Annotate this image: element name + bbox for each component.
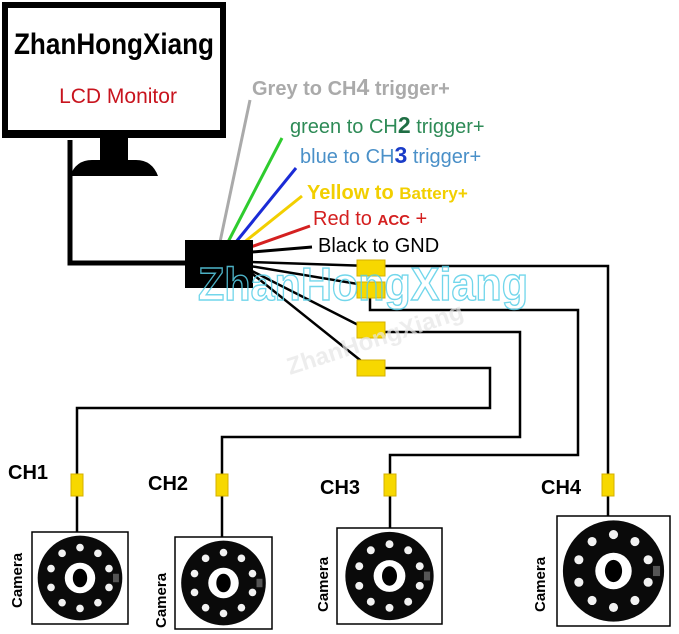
camera-2-ir-led [248,569,257,578]
connector-ch2 [356,321,386,339]
camera-4-ir-led [574,555,584,565]
camera-4-ir-led [630,536,640,547]
monitor-brand: ZhanHongXiang [14,28,214,61]
camera-3-ir-led [415,562,424,571]
camera-4-ir-led [643,555,653,565]
camera-2-ir-led [201,554,210,563]
ch3-connector [383,473,397,497]
watermark-main: ZhanHongXiang [198,258,528,310]
ch4-connector [601,473,615,497]
camera-1-ir-led [47,564,55,573]
camera-3-lens [381,566,398,586]
green-wire [226,137,284,243]
camera-3-ir-led [355,581,364,590]
red-wire [247,224,311,250]
camera1-label: Camera [9,552,26,608]
camera-2-ir-led [219,548,228,557]
black-wire-label: Black to GND [318,235,439,257]
camera-1-sensor [113,573,119,583]
camera-1-ir-led [58,549,66,558]
monitor-label: LCD Monitor [59,85,177,108]
connector-ch1 [356,359,386,377]
camera-3-ir-led [415,581,424,590]
ch1-cable [75,271,492,480]
camera3-label: Camera [315,556,332,612]
camera4-label: Camera [532,556,549,612]
camera-4-sensor [652,565,661,577]
green-wire-label: green to CH2 trigger+ [290,112,485,138]
camera-2-ir-led [190,588,199,597]
camera-2-ir-led [248,588,257,597]
inline-connectors [356,259,386,377]
camera-3-ir-led [404,597,413,606]
camera-4-lens [604,559,623,583]
camera-3-sensor [423,571,431,581]
camera-2-ir-led [190,569,199,578]
camera-1-ir-led [94,549,102,558]
camera-2-lens [216,573,231,593]
ch1-label: CH1 [8,462,48,484]
camera-2 [174,536,273,630]
ch1-connector [70,473,84,497]
camera-1-ir-led [94,598,102,607]
grey-wire [218,99,252,243]
ch4-label: CH4 [541,477,582,499]
cameras [31,515,671,630]
camera-1-ir-led [58,598,66,607]
camera-1-lens [72,568,88,588]
camera-3-ir-led [385,540,394,549]
camera-3-ir-led [366,546,375,555]
monitor-cable [67,140,190,266]
yellow-wire [241,194,303,246]
ch2-connector [215,473,229,497]
ch2-cable [220,268,522,480]
camera-2-ir-led [201,603,210,612]
camera-3-ir-led [355,562,364,571]
camera-2-sensor [256,578,263,588]
blue-wire-label: blue to CH3 trigger+ [300,142,481,168]
camera-1-ir-led [105,583,113,592]
camera-4-ir-led [608,602,619,612]
camera-2-ir-led [237,554,246,563]
ch4-cable [249,260,610,480]
ch3-label: CH3 [320,477,360,499]
camera-4-ir-led [574,577,584,587]
camera-4-ir-led [587,595,597,606]
camera-1-ir-led [105,564,113,573]
camera-4-ir-led [587,536,597,547]
camera-1-ir-led [76,543,84,552]
connector-ch4 [356,259,386,277]
camera-2-ir-led [219,609,228,618]
camera-4-ir-led [630,595,640,606]
camera-1 [31,531,129,625]
camera-connectors [70,473,615,497]
camera-3 [336,527,443,625]
camera-4-ir-led [643,577,653,587]
camera-1-ir-led [47,583,55,592]
camera-3-ir-led [404,546,413,555]
red-wire-label: Red to ACC + [313,208,427,230]
camera-1-ir-led [76,604,84,613]
camera-2-ir-led [237,603,246,612]
black-wire [251,245,313,254]
lcd-monitor: ZhanHongXiang LCD Monitor [2,2,226,176]
camera-4 [556,515,671,627]
ch2-label: CH2 [148,473,188,495]
monitor-stand-neck [100,138,128,162]
monitor-stand-base [70,160,158,176]
camera-4-ir-led [608,530,619,540]
yellow-wire-label: Yellow to Battery+ [307,182,468,204]
connector-ch3 [356,281,386,299]
camera-3-ir-led [385,603,394,612]
camera2-label: Camera [153,572,170,628]
junction-box [185,240,253,288]
power-wires [218,99,313,254]
blue-wire [234,167,298,243]
camera-3-ir-led [366,597,375,606]
grey-wire-label: Grey to CH4 trigger+ [252,74,450,100]
